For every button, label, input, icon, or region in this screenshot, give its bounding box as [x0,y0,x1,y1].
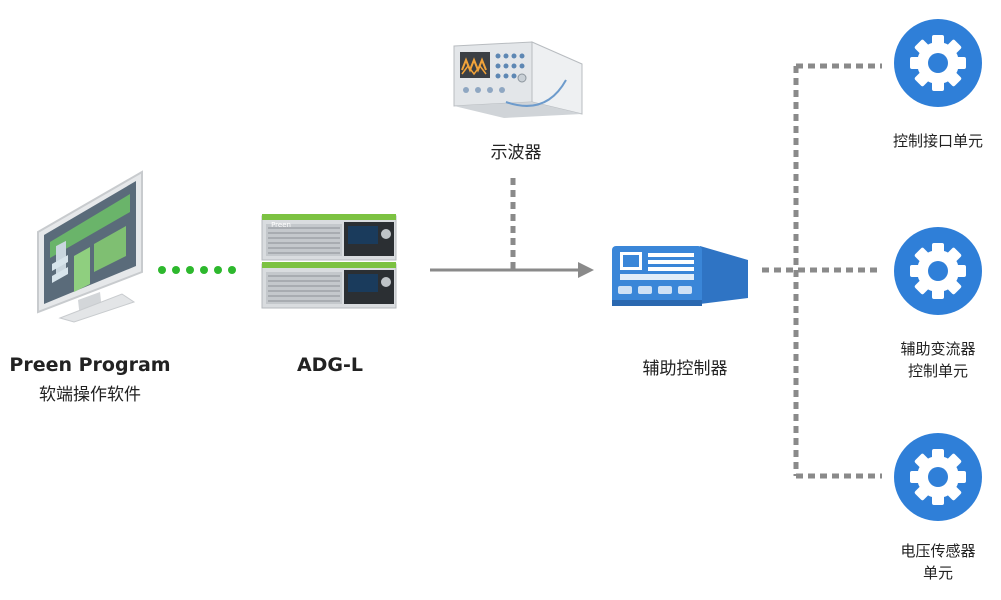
software-title: Preen Program [9,354,171,376]
oscilloscope-icon [453,41,583,118]
controller-icon [612,246,748,306]
unit-sensor-label-1: 电压传感器 [900,542,976,560]
unit-converter-label-1: 辅助变流器 [900,340,976,358]
adg-device-icon [261,214,397,309]
oscilloscope-title: 示波器 [490,143,542,163]
gear-icon [894,227,982,315]
controller-title: 辅助控制器 [642,359,728,379]
gear-icon [894,433,982,521]
unit-links [762,63,882,479]
monitor-icon [37,170,143,323]
unit-sensor-label-2: 单元 [922,564,953,582]
software-link [158,266,236,274]
link-dot [214,266,222,274]
gear-icon [894,19,982,107]
unit-converter-label-2: 控制单元 [907,362,968,380]
link-dot [172,266,180,274]
unit-interface-label: 控制接口单元 [892,132,983,150]
link-dot [228,266,236,274]
link-dot [186,266,194,274]
oscilloscope-link [510,178,516,270]
link-dot [158,266,166,274]
adg-brand-mark: Preen [271,221,291,229]
adg-title: ADG-L [296,354,364,376]
main-arrow [430,262,594,278]
link-dot [200,266,208,274]
software-subtitle: 软端操作软件 [39,385,141,405]
